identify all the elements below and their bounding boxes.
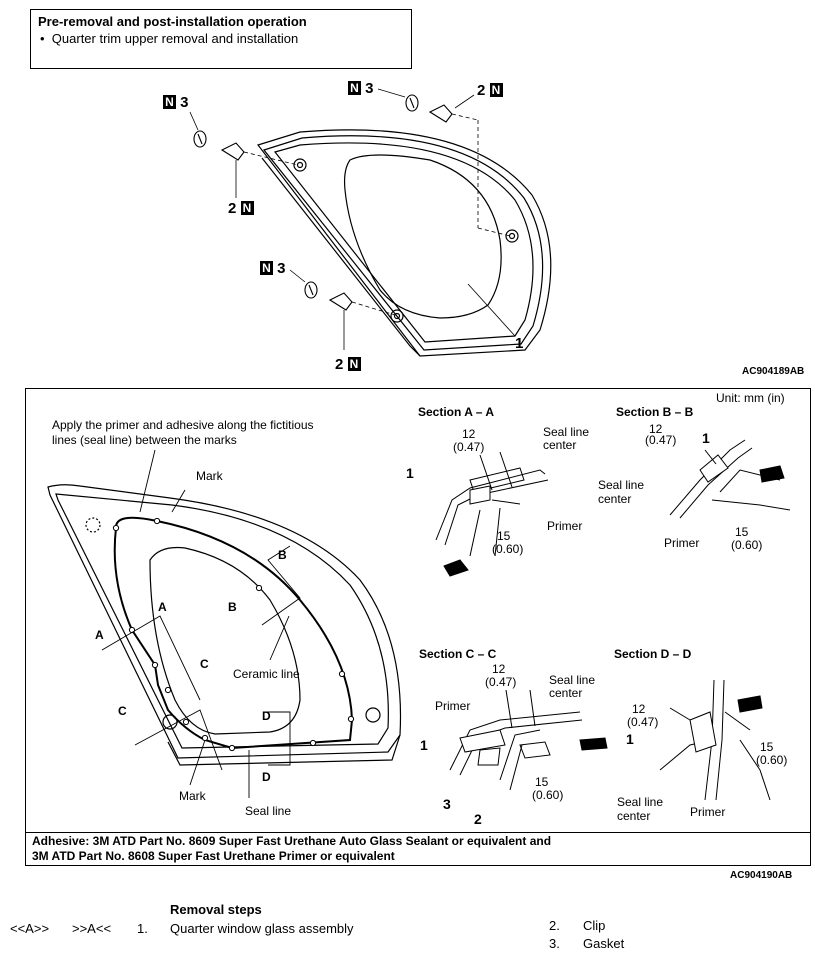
dd-dim-12-in: (0.47)	[627, 715, 659, 729]
adhesive-line-1: Adhesive: 3M ATD Part No. 8609 Super Fas…	[32, 834, 552, 848]
aa-primer: Primer	[547, 519, 583, 533]
marker-removal-a: <<A>>	[10, 921, 50, 936]
removal-steps-heading: Removal steps	[170, 902, 262, 917]
pre-removal-item: • Quarter trim upper removal and install…	[38, 30, 404, 47]
ceramic-line-label: Ceramic line	[233, 667, 300, 681]
seal-diagram-box	[25, 388, 811, 866]
aa-dim-15: 15	[497, 529, 511, 543]
bb-seal-line-2: center	[598, 492, 632, 506]
dd-item-1: 1	[626, 731, 634, 747]
step-3-label: Gasket	[583, 936, 625, 951]
cut-label-c1: C	[200, 657, 209, 671]
cc-dim-15: 15	[535, 775, 549, 789]
step-2-label: Clip	[583, 918, 606, 933]
gasket-3a	[193, 130, 207, 148]
cc-seal-line-1: Seal line	[549, 673, 596, 687]
figure-code-bottom: AC904190AB	[730, 870, 793, 881]
figure-code-top: AC904189AB	[742, 366, 805, 377]
step-2-num: 2.	[549, 918, 560, 933]
cc-dim-15-in: (0.60)	[532, 788, 564, 802]
pre-removal-item-text: Quarter trim upper removal and installat…	[51, 31, 299, 46]
gasket-3b	[405, 94, 419, 112]
section-bb-title: Section B – B	[616, 405, 694, 419]
pre-removal-title: Pre-removal and post-installation operat…	[38, 14, 307, 29]
aa-dim-15-in: (0.60)	[492, 542, 524, 556]
aa-dim-12: 12	[462, 427, 476, 441]
bb-dim-12: 12	[649, 422, 663, 436]
bb-item-1: 1	[702, 430, 710, 446]
callout-n3-top: N 3	[348, 80, 374, 97]
adhesive-note: Adhesive: 3M ATD Part No. 8609 Super Fas…	[25, 832, 811, 866]
cc-dim-12: 12	[492, 662, 506, 676]
adhesive-line-2: 3M ATD Part No. 8608 Super Fast Urethane…	[32, 849, 395, 863]
cc-primer: Primer	[435, 699, 471, 713]
cut-label-b1: B	[278, 548, 287, 562]
step-3-num: 3.	[549, 936, 560, 951]
cc-dim-12-in: (0.47)	[485, 675, 517, 689]
bullet: •	[40, 31, 45, 46]
callout-2n-bottom: 2 N	[335, 356, 361, 373]
section-aa-title: Section A – A	[418, 405, 495, 419]
step-1-label: Quarter window glass assembly	[170, 921, 354, 936]
section-aa-drawing	[435, 451, 549, 577]
cut-label-d1: D	[262, 709, 271, 723]
unit-label: Unit: mm (in)	[716, 391, 785, 405]
callout-1: 1	[515, 335, 524, 352]
section-dd-title: Section D – D	[614, 647, 692, 661]
dd-primer: Primer	[690, 805, 726, 819]
cut-label-b2: B	[228, 600, 237, 614]
cc-seal-line-2: center	[549, 686, 583, 700]
aa-seal-line-1: Seal line	[543, 425, 590, 439]
callout-n3-left: N 3	[163, 94, 189, 111]
aa-item-1: 1	[406, 465, 414, 481]
dd-dim-15-in: (0.60)	[756, 753, 788, 767]
seal-line-drawing	[47, 484, 402, 766]
glass-outer-edge	[256, 129, 552, 357]
aa-dim-12-in: (0.47)	[453, 440, 485, 454]
clip-2c	[328, 292, 353, 311]
pre-removal-box: Pre-removal and post-installation operat…	[30, 9, 412, 69]
bb-dim-15: 15	[735, 525, 749, 539]
cut-label-d2: D	[262, 770, 271, 784]
marker-install-a: >>A<<	[72, 921, 112, 936]
dd-dim-12: 12	[632, 702, 646, 716]
clip-2a	[220, 142, 245, 161]
bb-dim-15-in: (0.60)	[731, 538, 763, 552]
window-opening	[343, 154, 502, 319]
seal-line-label: Seal line	[245, 804, 292, 818]
cc-item-1: 1	[420, 737, 428, 753]
bb-dim-12-in: (0.47)	[645, 433, 677, 447]
section-cc-title: Section C – C	[419, 647, 497, 661]
cc-item-2: 2	[474, 811, 482, 827]
cut-d	[265, 711, 291, 766]
dd-seal-line-2: center	[617, 809, 651, 823]
mark-label-bottom: Mark	[179, 789, 206, 803]
cut-label-a2: A	[158, 600, 167, 614]
bb-primer: Primer	[664, 536, 700, 550]
section-dd-drawing	[659, 679, 771, 801]
apply-note-line-1: Apply the primer and adhesive along the …	[52, 418, 314, 432]
step-1-num: 1.	[137, 921, 148, 936]
cc-item-3: 3	[443, 796, 451, 812]
mark-label-top: Mark	[196, 469, 223, 483]
section-bb-drawing	[669, 439, 791, 519]
bb-seal-line-1: Seal line	[598, 478, 645, 492]
callout-2n-top: 2 N	[477, 82, 503, 99]
cut-a	[101, 615, 201, 701]
dd-dim-15: 15	[760, 740, 774, 754]
clip-2b	[428, 104, 453, 123]
cut-label-c2: C	[118, 704, 127, 718]
callout-2n-left: 2 N	[228, 200, 254, 217]
cut-b	[261, 545, 301, 626]
cut-c	[134, 709, 223, 771]
dd-seal-line-1: Seal line	[617, 795, 664, 809]
gasket-3c	[304, 281, 318, 299]
aa-seal-line-2: center	[543, 438, 577, 452]
cut-label-a1: A	[95, 628, 104, 642]
section-cc-drawing	[449, 689, 608, 791]
callout-n3-bottom: N 3	[260, 260, 286, 277]
apply-note-line-2: lines (seal line) between the marks	[52, 433, 237, 447]
